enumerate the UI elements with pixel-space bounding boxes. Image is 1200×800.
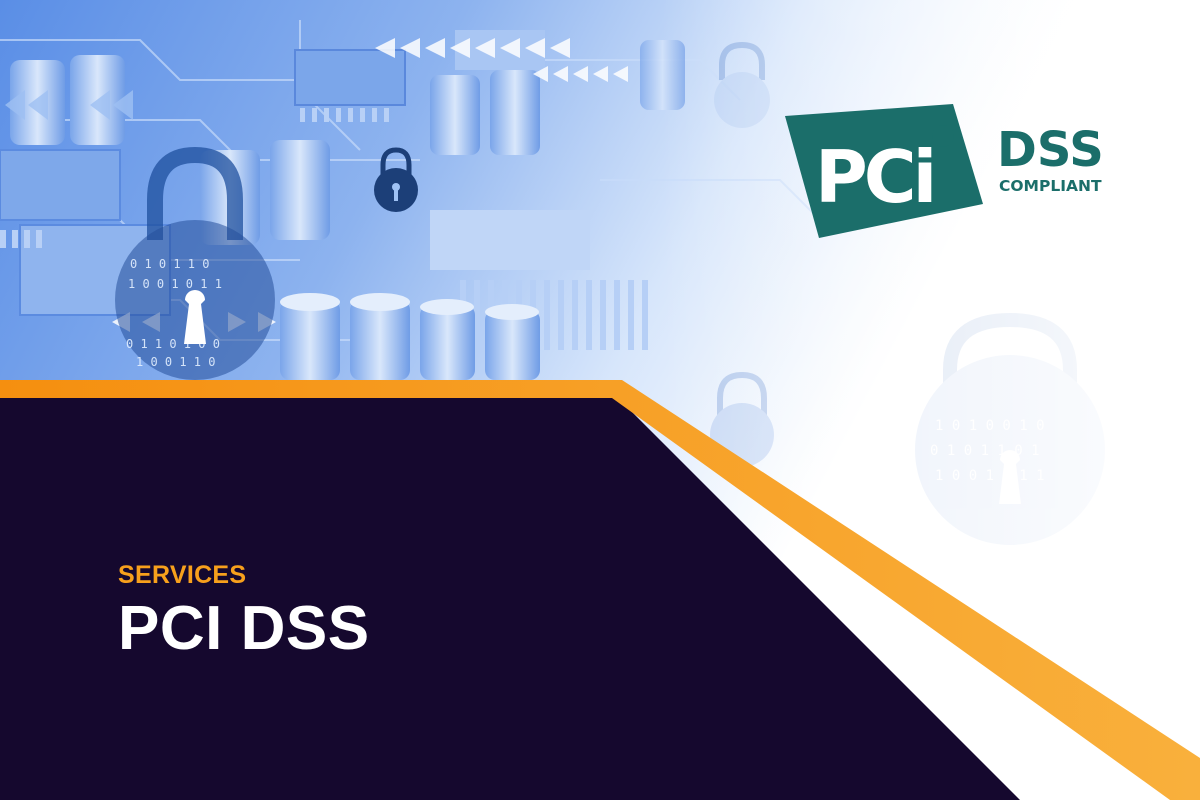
pci-dss-compliant-logo: PCi DSS COMPLIANT bbox=[785, 104, 1104, 238]
svg-text:PCi: PCi bbox=[815, 135, 933, 219]
svg-text:COMPLIANT: COMPLIANT bbox=[999, 177, 1102, 195]
page-title: PCI DSS bbox=[118, 594, 370, 663]
section-eyebrow: SERVICES bbox=[118, 561, 247, 589]
banner-text: SERVICES PCI DSS bbox=[118, 560, 370, 664]
svg-text:DSS: DSS bbox=[997, 122, 1104, 178]
